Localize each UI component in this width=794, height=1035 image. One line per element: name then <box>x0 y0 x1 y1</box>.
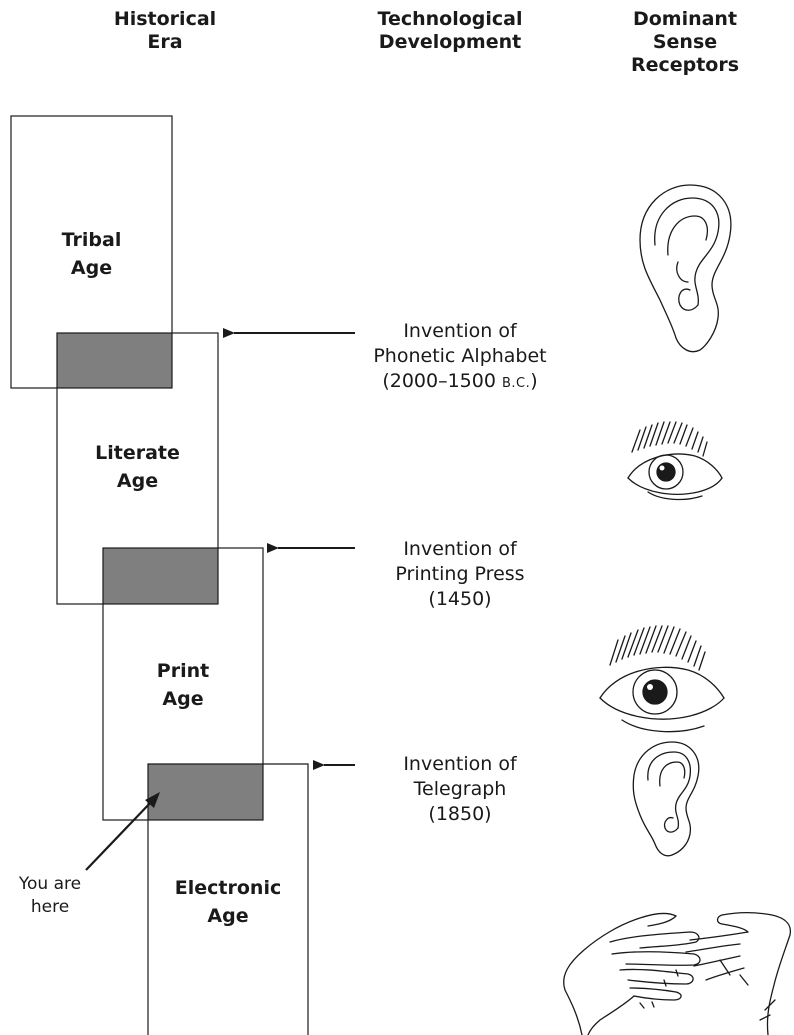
eye-icon <box>627 421 723 501</box>
overlap-print-electronic <box>148 764 263 820</box>
header-tech-line1: Technological <box>377 8 523 30</box>
development-printing-press: Invention of Printing Press (1450) <box>360 537 560 612</box>
era-box-electronic <box>147 763 309 1035</box>
development-date: (1450) <box>428 588 492 610</box>
era-tribal-line2: Age <box>70 257 113 279</box>
development-line1: Invention of <box>403 538 517 560</box>
header-era-line1: Historical <box>113 8 217 30</box>
era-box-print <box>102 547 264 821</box>
overlap-tribal-literate <box>57 333 172 388</box>
arrow-you-are-here <box>85 799 154 871</box>
era-tribal-line1: Tribal <box>61 229 122 251</box>
era-label-tribal: Tribal Age <box>11 226 172 282</box>
development-line1: Invention of <box>403 320 517 342</box>
header-technological-development: Technological Development <box>365 8 535 54</box>
header-dominant-sense-receptors: Dominant Sense Receptors <box>610 8 760 77</box>
hands-icon <box>563 912 792 1035</box>
era-label-electronic: Electronic Age <box>148 874 308 930</box>
date-close: ) <box>530 370 538 392</box>
header-historical-era: Historical Era <box>95 8 235 54</box>
header-senses-line1: Dominant <box>632 8 738 30</box>
development-date: (1850) <box>428 803 492 825</box>
development-phonetic-alphabet: Invention of Phonetic Alphabet (2000–150… <box>360 319 560 396</box>
era-label-print: Print Age <box>103 657 263 713</box>
development-line2: Telegraph <box>413 778 507 800</box>
ear-icon <box>639 184 732 353</box>
development-line2: Phonetic Alphabet <box>373 345 547 367</box>
era-electronic-line1: Electronic <box>174 877 282 899</box>
era-literate-line2: Age <box>116 470 159 492</box>
you-are-here-line1: You are <box>18 874 82 894</box>
header-senses-line3: Receptors <box>630 54 740 76</box>
eye-icon <box>599 625 725 733</box>
overlap-literate-print <box>103 548 218 604</box>
development-telegraph: Invention of Telegraph (1850) <box>360 752 560 827</box>
development-line2: Printing Press <box>395 563 525 585</box>
arrow-you-are-here-head <box>145 792 160 808</box>
era-electronic-line2: Age <box>207 905 249 927</box>
header-tech-line2: Development <box>378 31 522 53</box>
header-senses-line2: Sense <box>652 31 718 53</box>
era-box-literate <box>56 332 219 605</box>
ear-icon <box>632 741 700 857</box>
era-box-tribal <box>10 115 173 389</box>
you-are-here-label: You are here <box>2 873 98 919</box>
date-text: (2000–1500 <box>382 370 502 392</box>
date-era-suffix: B.C. <box>501 376 531 391</box>
header-era-line2: Era <box>147 31 183 53</box>
era-literate-line1: Literate <box>95 442 180 464</box>
era-label-literate: Literate Age <box>57 439 218 495</box>
development-date: (2000–1500 B.C.) <box>360 369 560 396</box>
development-line1: Invention of <box>403 753 517 775</box>
era-print-line2: Age <box>162 688 204 710</box>
era-print-line1: Print <box>156 660 210 682</box>
you-are-here-line2: here <box>30 897 70 917</box>
